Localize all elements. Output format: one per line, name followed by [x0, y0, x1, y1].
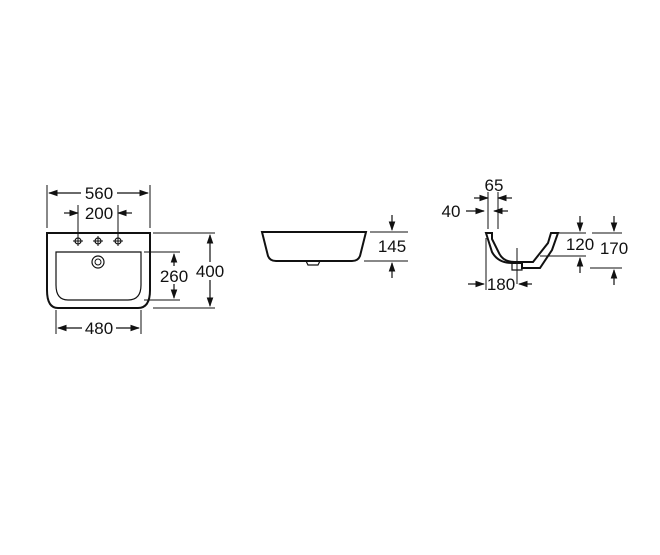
dim-480-label: 480 [85, 319, 113, 338]
top-view-bowl [55, 251, 142, 301]
dim-120-label: 120 [566, 235, 594, 254]
front-view-outline [260, 231, 368, 262]
front-view: 145 [260, 215, 408, 278]
tap-holes [73, 236, 123, 246]
dim-65-label: 65 [485, 176, 504, 195]
side-view: 65 40 120 170 180 [442, 176, 629, 294]
dim-560-label: 560 [85, 184, 113, 203]
dim-400-label: 400 [196, 262, 224, 281]
dim-40-label: 40 [442, 202, 461, 221]
dim-260-label: 260 [160, 267, 188, 286]
drain-icon [91, 255, 105, 269]
dim-145-label: 145 [378, 237, 406, 256]
side-view-outline [484, 232, 560, 269]
top-view-outline [46, 232, 151, 309]
top-view: 560 200 400 260 480 [46, 184, 224, 338]
dim-180-label: 180 [487, 275, 515, 294]
dim-170-label: 170 [600, 239, 628, 258]
dim-200-label: 200 [85, 204, 113, 223]
